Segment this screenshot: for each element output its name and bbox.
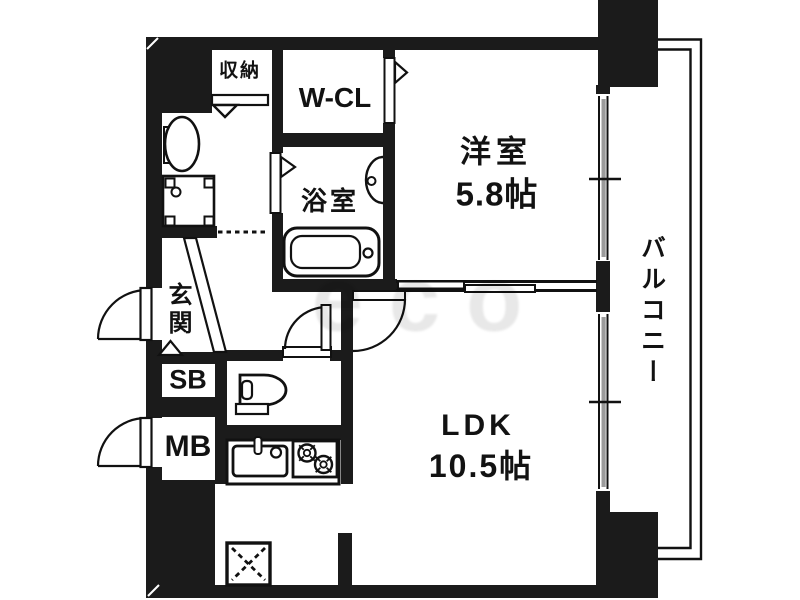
pipe-space-x-box: [225, 541, 272, 587]
wall-right-seg3: [596, 489, 610, 586]
entrance-step-diagonal: [182, 236, 228, 354]
stove-burner-1: [297, 443, 317, 463]
washroom-opening-dashed: [217, 226, 270, 238]
wall-column-strip: [215, 350, 227, 484]
faucet: [253, 436, 263, 455]
washing-machine-pan: [161, 174, 216, 228]
label-ldk-size: 10.5帖: [428, 448, 534, 484]
wall-top: [146, 37, 598, 50]
storage-folding-door: [210, 93, 270, 119]
sliding-door-bedroom-ldk: [396, 280, 597, 293]
wall-wcl-east-upper: [383, 37, 395, 58]
mb-door: [96, 416, 163, 469]
shaft-top-left: [162, 48, 212, 113]
entrance-door: [96, 286, 163, 342]
wcl-door: [383, 57, 409, 124]
stove-burner-2: [313, 454, 334, 475]
bathroom-door: [269, 152, 297, 214]
pillar-top-right: [598, 0, 658, 87]
label-entrance: 玄関: [164, 282, 191, 338]
label-western-room-size: 5.8帖: [455, 175, 539, 213]
wall-wcl-east-lower: [383, 123, 395, 292]
balcony-rail-inner: [658, 48, 692, 550]
wall-washroom-east-lower: [272, 213, 283, 292]
label-bathroom: 浴室: [300, 186, 360, 216]
wall-wcl-south: [272, 133, 383, 147]
label-storage: 収納: [218, 60, 262, 82]
label-shoe-box: SB: [169, 364, 207, 395]
kitchen-counter: [225, 436, 341, 486]
wall-washroom-east-upper: [272, 48, 283, 153]
wall-toilet-north-left: [215, 350, 283, 361]
wall-basin: [364, 155, 384, 205]
label-walk-in-closet: W-CL: [298, 82, 372, 113]
ldk-door: [352, 290, 407, 353]
label-meter-box: MB: [164, 430, 212, 463]
toilet: [234, 373, 288, 416]
label-ldk: LDK: [441, 409, 515, 442]
watermark: eco: [311, 248, 549, 351]
walls: [146, 0, 658, 598]
sliding-panel-2: [464, 284, 536, 293]
washbasin: [163, 115, 201, 173]
sink-drain: [269, 446, 283, 459]
windows: [589, 94, 621, 491]
bathtub: [282, 226, 381, 278]
wall-washroom-south: [162, 226, 217, 238]
label-balcony: バルコニー: [637, 234, 666, 390]
wall-toilet-south: [215, 425, 353, 440]
balcony-rail-outer: [658, 38, 703, 561]
wall-kitchen-stub: [338, 533, 352, 585]
wall-right-seg2: [596, 259, 610, 314]
wall-bottom: [146, 585, 658, 598]
balcony-rail: [658, 38, 703, 561]
label-western-room: 洋室: [460, 134, 532, 170]
wall-sb-mb: [162, 397, 215, 417]
wall-corridor-ldk: [341, 292, 353, 484]
wall-below-mb: [146, 480, 215, 586]
toilet-door: [282, 304, 332, 358]
wall-bath-south: [272, 279, 397, 292]
corner-marks: [146, 37, 160, 597]
shoe-box-door-mark: [156, 339, 185, 357]
